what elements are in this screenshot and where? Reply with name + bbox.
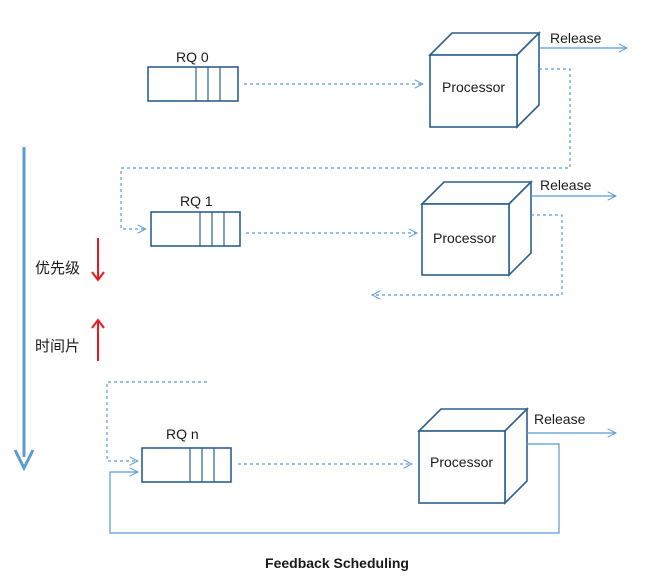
processor-n-release-label: Release (534, 411, 586, 427)
time-slice-label: 时间片 (35, 337, 80, 355)
priority-down-arrow-icon (91, 238, 105, 282)
queue-n-loop-connector (109, 443, 560, 534)
time-slice-up-arrow-icon (91, 318, 105, 361)
processor-1-release-label: Release (540, 177, 592, 193)
queue-0-box (147, 66, 239, 102)
feedback-into-queue-n-connector (106, 381, 207, 461)
processor-0-cube (428, 31, 541, 129)
feedback-0-to-1-connector (120, 68, 571, 229)
queue-1-box (150, 211, 241, 247)
processor-1-label: Processor (433, 230, 496, 246)
diagram-caption: Feedback Scheduling (265, 555, 409, 571)
queue-1-label: RQ 1 (180, 193, 213, 209)
processor-n-cube (417, 407, 529, 505)
queue-0-label: RQ 0 (176, 49, 209, 65)
processor-0-release-label: Release (550, 30, 602, 46)
processor-0-label: Processor (442, 79, 505, 95)
processor-n-label: Processor (430, 454, 493, 470)
feedback-1-to-next-connector (372, 214, 563, 295)
queue-n-label: RQ n (166, 426, 199, 442)
processor-1-cube (420, 180, 533, 277)
priority-direction-arrow (13, 147, 35, 472)
priority-label: 优先级 (35, 259, 80, 277)
queue-n-box (141, 447, 232, 483)
